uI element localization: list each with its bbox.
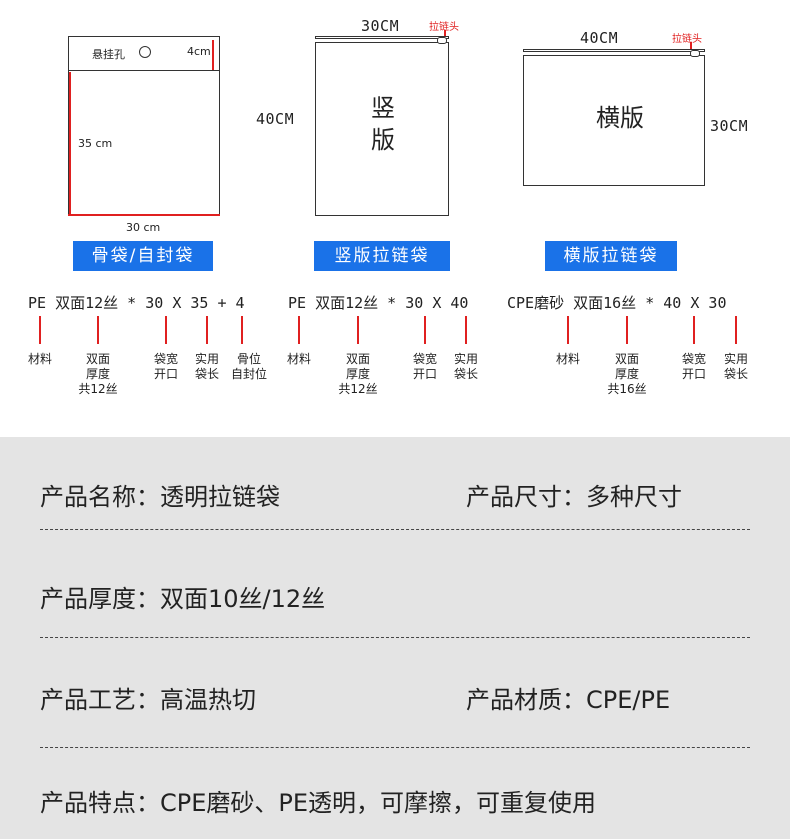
horizontal-zipper-pointer [690,42,692,50]
divider-3 [40,747,750,748]
horizontal-tick-3 [693,316,695,344]
horizontal-spec-text: CPE磨砂 双面16丝 * 40 X 30 [507,294,727,312]
bone-width-label: 30 cm [126,221,161,234]
product-material: 产品材质：CPE/PE [466,686,671,714]
horizontal-zipper-label: 拉链头 [672,34,702,45]
vertical-label-length: 实用 袋长 [453,352,478,381]
vertical-tick-1 [298,316,300,344]
bone-label-thickness: 双面 厚度 共12丝 [78,352,118,396]
horizontal-tick-4 [735,316,737,344]
bone-tick-4 [206,316,208,344]
horizontal-bag-badge: 横版拉链袋 [545,241,677,271]
bone-bag-badge: 骨袋/自封袋 [73,241,213,271]
horizontal-height-label: 30CM [710,117,749,135]
bone-label-seal: 骨位 自封位 [230,352,267,381]
diagram-section: 悬挂孔 4cm 35 cm 30 cm 骨袋/自封袋 30CM 拉链头 40CM… [27,17,749,396]
vertical-zipper-pull-icon [437,37,447,44]
vertical-zipper-strip [315,38,449,43]
divider-1 [40,529,750,530]
bone-tick-2 [97,316,99,344]
vertical-zipper-label: 拉链头 [429,22,459,33]
vertical-bag-badge: 竖版拉链袋 [314,241,450,271]
bone-bag-header-line [68,70,220,71]
bone-top-size: 4cm [187,45,211,58]
horizontal-tick-1 [567,316,569,344]
horizontal-width-label: 40CM [580,29,619,47]
vertical-bag-diagram [315,36,449,216]
vertical-spec-text: PE 双面12丝 * 30 X 40 [288,294,469,312]
product-features: 产品特点：CPE磨砂、PE透明，可摩擦，可重复使用 [40,789,597,817]
product-info-panel: 产品名称：透明拉链袋 产品尺寸：多种尺寸 产品厚度：双面10丝/12丝 产品工艺… [0,437,790,839]
bone-spec-text: PE 双面12丝 * 30 X 35 + 4 [28,294,245,312]
bone-label-material: 材料 [27,352,52,366]
vertical-tick-4 [465,316,467,344]
horizontal-label-width: 袋宽 开口 [681,352,706,381]
vertical-center-text-2: 版 [371,126,395,154]
horizontal-bag-diagram [523,49,705,186]
bone-tick-5 [241,316,243,344]
divider-2 [40,637,750,638]
product-name: 产品名称：透明拉链袋 [40,483,280,511]
bone-height-label: 35 cm [78,137,113,150]
horizontal-zipper-pull-icon [690,50,700,57]
bone-tick-1 [39,316,41,344]
bone-label-length: 实用 袋长 [194,352,219,381]
vertical-label-material: 材料 [286,352,311,366]
bone-top-marker [212,40,214,70]
horizontal-tick-2 [626,316,628,344]
horizontal-label-thickness: 双面 厚度 共16丝 [607,352,647,396]
product-process: 产品工艺：高温热切 [40,686,256,714]
product-thickness: 产品厚度：双面10丝/12丝 [40,585,326,613]
hang-hole-icon [139,46,151,58]
vertical-width-label: 30CM [361,17,400,35]
vertical-label-thickness: 双面 厚度 共12丝 [338,352,378,396]
vertical-center-text-1: 竖 [371,94,395,122]
vertical-tick-2 [357,316,359,344]
hang-hole-label: 悬挂孔 [92,48,125,61]
bone-width-marker [68,214,220,216]
vertical-label-width: 袋宽 开口 [412,352,437,381]
vertical-tick-3 [424,316,426,344]
horizontal-center-text: 横版 [596,104,644,132]
horizontal-zipper-strip [523,51,705,56]
bone-height-marker [69,72,71,214]
bone-bag-diagram [68,36,220,216]
vertical-height-label: 40CM [256,110,295,128]
vertical-zipper-pointer [444,30,446,38]
bone-label-width: 袋宽 开口 [153,352,178,381]
horizontal-label-length: 实用 袋长 [723,352,748,381]
product-size: 产品尺寸：多种尺寸 [466,483,682,511]
horizontal-label-material: 材料 [555,352,580,366]
bone-tick-3 [165,316,167,344]
